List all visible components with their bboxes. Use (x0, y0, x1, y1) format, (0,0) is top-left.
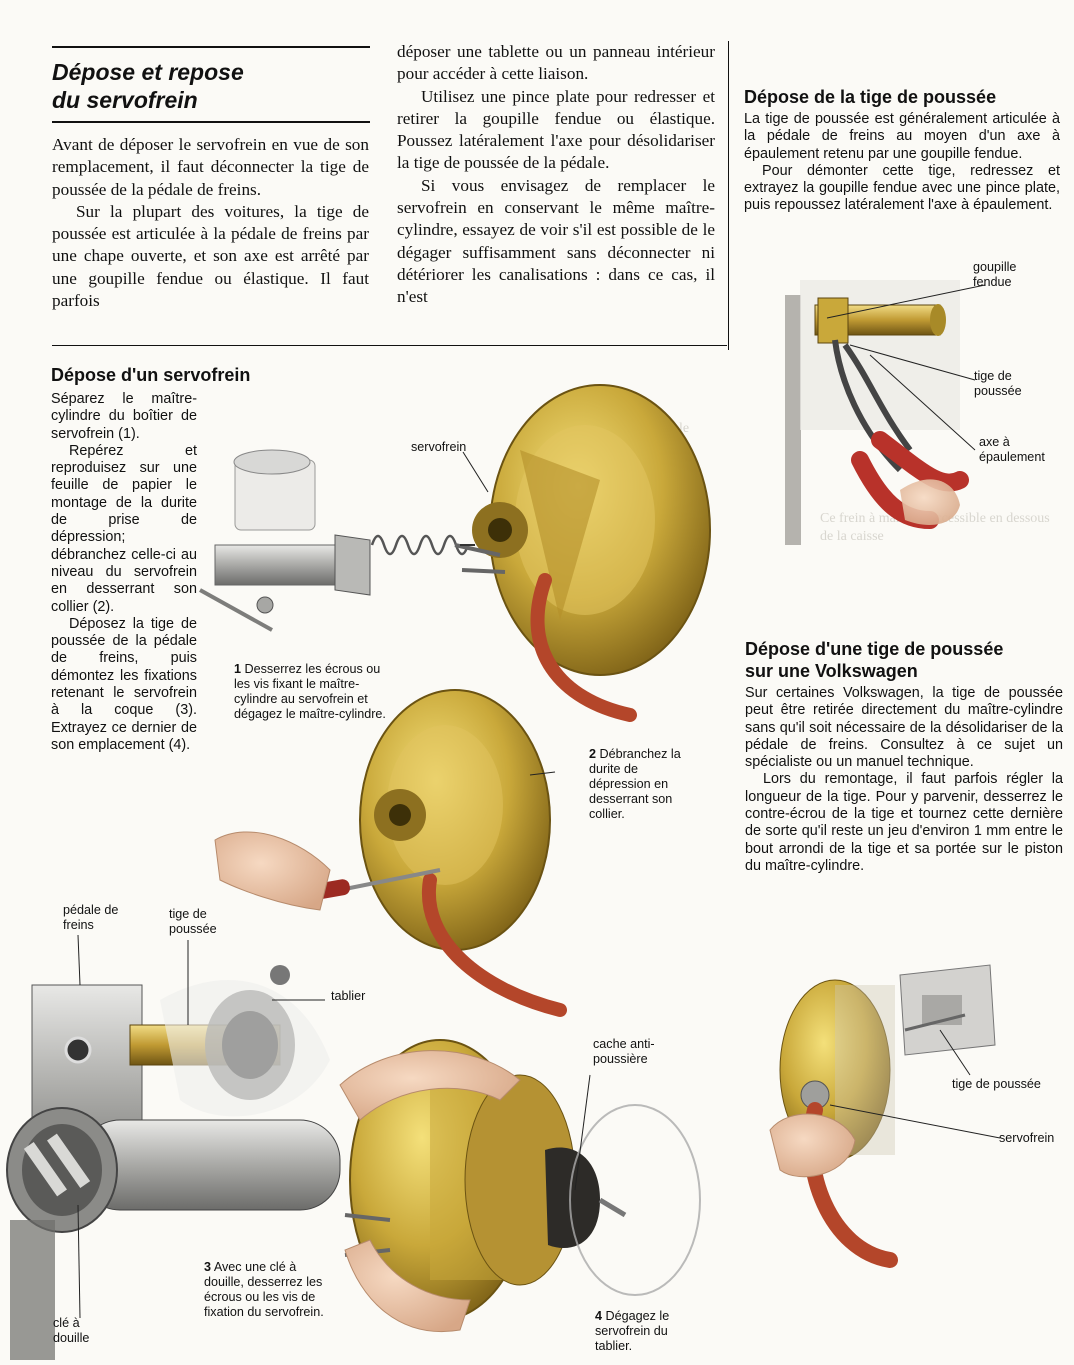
section2-para1: Séparez le maître-cylindre du boîtier de… (51, 391, 197, 442)
label-axe-epaulement: axe à épaulement (979, 435, 1045, 464)
section1-para4: Utilisez une pince plate pour redresser … (397, 86, 715, 173)
section2: Dépose d'un servofrein Séparez le maître… (51, 364, 251, 754)
section1-column-left: Avant de déposer le servofrein en vue de… (52, 134, 369, 312)
section2-title: Dépose d'un servofrein (51, 365, 251, 385)
label-servofrein-fig1: servofrein (411, 440, 467, 454)
label-tige-de-poussee-fig3: tige de poussée (169, 907, 217, 936)
title-rule-top (52, 46, 370, 48)
pedal-assembly-fig3 (31, 965, 330, 1206)
caption-2-number: 2 (589, 747, 597, 761)
section1-para2: Sur la plupart des voitures, la tige de … (52, 201, 369, 311)
caption-2-text: Débranchez la durite de dépression en de… (589, 747, 681, 821)
section4-para1: Sur certaines Volkswagen, la tige de pou… (745, 685, 1063, 771)
section1-title-line2: du servofrein (52, 87, 198, 113)
label-cache-anti-poussiere: cache anti-poussière (593, 1037, 655, 1066)
section3-title: Dépose de la tige de poussée (744, 87, 997, 107)
section3-para2: Pour démonter cette tige, redressez et e… (744, 162, 1060, 214)
caption-4: 4 Dégagez le servofrein du tablier. (595, 1309, 705, 1354)
section2-para3: Déposez la tige de poussée de la pédale … (51, 615, 197, 753)
section4: Dépose d'une tige de poussée sur une Vol… (745, 638, 1063, 875)
label-tablier: tablier (331, 989, 366, 1003)
servo-booster-fig4 (344, 1039, 701, 1321)
label-cle-a-douille: clé à douille (53, 1316, 90, 1345)
section1-para3: déposer une tablette ou un panneau intér… (397, 42, 715, 84)
caption-4-number: 4 (595, 1309, 603, 1323)
caption-3-text: Avec une clé à douille, desserrez les éc… (204, 1260, 324, 1319)
caption-2: 2 Débranchez la durite de dépression en … (589, 747, 699, 822)
caption-4-text: Dégagez le servofrein du tablier. (595, 1309, 670, 1353)
label-pedale-de-freins: pédale de freins (63, 903, 119, 932)
caption-3-number: 3 (204, 1260, 212, 1274)
label-servofrein-vw: servofrein (999, 1131, 1055, 1145)
caption-1-number: 1 (234, 662, 242, 676)
section4-title-line1: Dépose d'une tige de poussée (745, 639, 1004, 659)
section1-title: Dépose et repose du servofrein (52, 58, 372, 114)
section3-para1: La tige de poussée est généralement arti… (744, 111, 1060, 162)
section3: Dépose de la tige de poussée La tige de … (744, 86, 1060, 215)
vacuum-hose-fig2 (421, 873, 567, 1017)
pushrod-detail-figure (785, 280, 969, 545)
section1-title-line1: Dépose et repose (52, 59, 244, 85)
section1-para1: Avant de déposer le servofrein en vue de… (52, 135, 369, 199)
section4-title-line2: sur une Volkswagen (745, 661, 918, 681)
section1-para5: Si vous envisagez de remplacer le servof… (397, 175, 715, 307)
vacuum-hose-fig1 (530, 573, 637, 722)
master-cylinder-fig1 (199, 449, 371, 632)
hands-fig4 (339, 1050, 521, 1332)
caption-1-text: Desserrez les écrous ou les vis fixant l… (234, 662, 386, 721)
label-tige-de-poussee: tige de poussée (974, 369, 1022, 398)
title-rule-bottom (52, 121, 370, 123)
section2-para2: Repérez et reproduisez sur une feuille d… (51, 442, 197, 615)
screwdriver-hand-fig2 (214, 831, 441, 911)
label-tige-de-poussee-vw: tige de poussée (952, 1077, 1041, 1091)
section-divider (52, 345, 727, 347)
caption-1: 1 Desserrez les écrous ou les vis fixant… (234, 662, 394, 722)
section4-para2: Lors du remontage, il faut parfois régle… (745, 771, 1063, 874)
section1-column-right: déposer une tablette ou un panneau intér… (397, 41, 715, 309)
spring-fig1 (370, 534, 470, 556)
servo-booster-fig2 (359, 689, 551, 951)
column-divider (728, 41, 730, 350)
label-goupille-fendue: goupille fendue (973, 260, 1017, 289)
vw-servo-figure (769, 964, 996, 1268)
caption-3: 3 Avec une clé à douille, desserrez les … (204, 1260, 329, 1320)
